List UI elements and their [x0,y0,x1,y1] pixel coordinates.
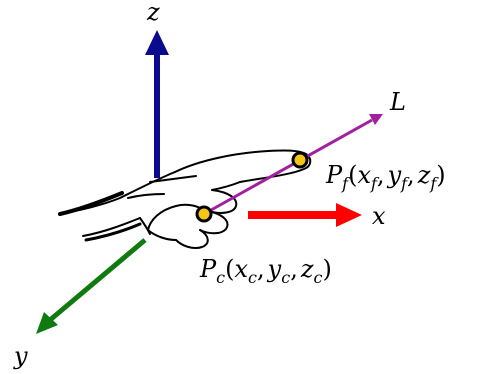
point-center-marker [195,205,213,223]
line-l-label: L [389,88,406,116]
point-finger-label: Pf(xf,yf,zf) [325,161,446,193]
z-axis-label: z [146,0,160,26]
line-l [203,114,383,216]
point-center-label: Pc(xc,yc,zc) [199,255,332,287]
z-axis [145,30,169,178]
x-axis-label: x [372,202,386,230]
point-finger-marker [291,151,309,169]
hand-drawing [58,149,312,250]
y-axis [36,238,147,334]
y-axis-label: y [13,342,28,370]
x-axis [248,203,362,227]
